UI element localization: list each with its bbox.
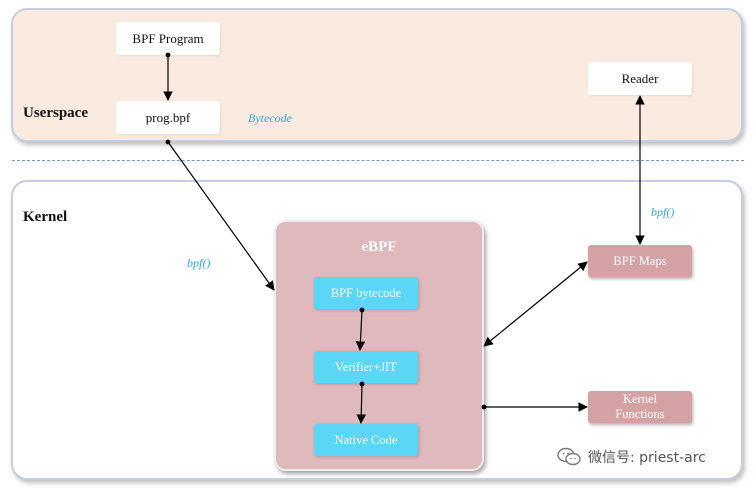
prog-bpf-label: prog.bpf xyxy=(145,109,191,125)
arrow-verifier-to-native xyxy=(356,381,367,424)
wechat-icon xyxy=(557,447,581,466)
bytecode-label: Bytecode xyxy=(248,111,292,125)
prog-bpf-box: prog.bpf xyxy=(116,101,220,134)
kernel-label: Kernel xyxy=(23,209,68,225)
arrow-ebpf-maps xyxy=(483,261,588,347)
arrow-prog-to-ebpf xyxy=(165,139,275,291)
watermark-text: 微信号: priest-arc xyxy=(588,450,706,466)
syscall-right-label: bpf() xyxy=(651,205,675,219)
kernel-functions-box: Kernel Functions xyxy=(588,391,692,423)
bpf-bytecode-label: BPF bytecode xyxy=(330,285,402,300)
reader-label: Reader xyxy=(621,70,659,86)
bpf-program-box: BPF Program xyxy=(116,22,220,55)
arrow-bytecode-to-verifier xyxy=(355,307,366,351)
native-code-box: Native Code xyxy=(314,424,418,456)
userspace-label: Userspace xyxy=(23,105,88,121)
verifier-jit-label: Verifier+JIT xyxy=(335,359,397,374)
bpf-program-label: BPF Program xyxy=(132,30,204,46)
reader-box: Reader xyxy=(588,62,692,95)
ebpf-title: eBPF xyxy=(361,239,397,255)
bpf-bytecode-box: BPF bytecode xyxy=(314,277,418,309)
verifier-jit-box: Verifier+JIT xyxy=(314,351,418,383)
bpf-maps-box: BPF Maps xyxy=(588,245,692,277)
userspace-kernel-separator xyxy=(12,160,744,161)
watermark: 微信号: priest-arc xyxy=(556,446,706,468)
kernel-functions-label: Kernel Functions xyxy=(615,392,665,421)
bpf-maps-label: BPF Maps xyxy=(613,253,667,268)
native-code-label: Native Code xyxy=(334,432,398,447)
